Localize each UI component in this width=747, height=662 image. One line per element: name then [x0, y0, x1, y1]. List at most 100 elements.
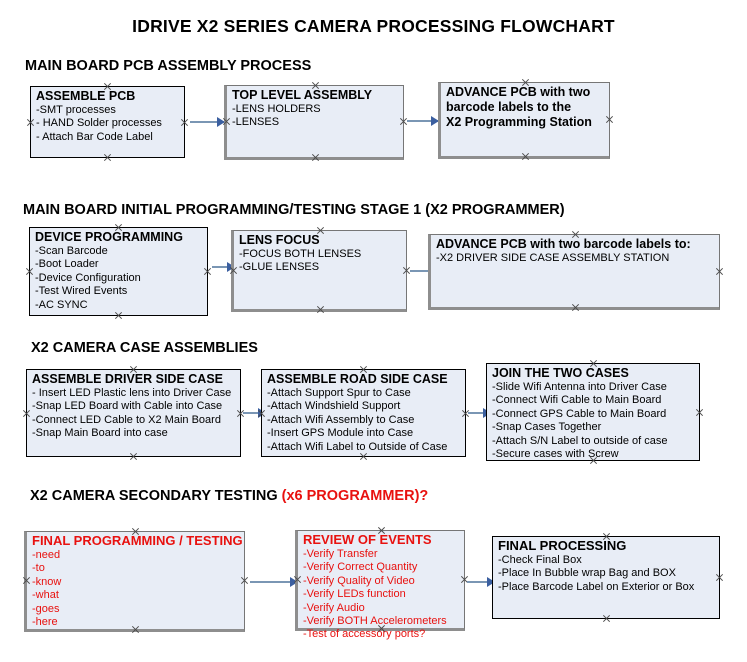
- connector-arrow: [190, 116, 225, 128]
- resize-handle-left[interactable]: [22, 409, 31, 418]
- node-review-of-events[interactable]: REVIEW OF EVENTS -Verify Transfer -Verif…: [293, 530, 465, 640]
- resize-handle-bottom[interactable]: [311, 153, 320, 162]
- node-line-overflow: -Test of accessory ports?: [303, 628, 426, 641]
- resize-handle-bottom[interactable]: [316, 305, 325, 314]
- node-line: -Slide Wifi Antenna into Driver Case: [492, 381, 667, 393]
- resize-handle-left[interactable]: [25, 267, 34, 276]
- resize-handle-left[interactable]: [222, 117, 231, 126]
- node-line: -to: [32, 562, 45, 575]
- node-title: ASSEMBLE DRIVER SIDE CASE: [32, 372, 224, 386]
- arrowhead-icon: [217, 117, 225, 127]
- connector-arrow: [467, 576, 495, 588]
- node-title: ASSEMBLE PCB: [36, 89, 136, 103]
- resize-handle-left[interactable]: [22, 576, 31, 585]
- node-line: -Boot Loader: [35, 258, 99, 271]
- node-line: -LENS HOLDERS: [232, 103, 321, 115]
- node-title: LENS FOCUS: [239, 233, 320, 247]
- page-title: IDRIVE X2 SERIES CAMERA PROCESSING FLOWC…: [132, 16, 615, 36]
- node-line: -SMT processes: [36, 104, 116, 116]
- connector-arrow: [250, 576, 298, 588]
- connector-shaft: [190, 121, 224, 123]
- node-advance-pcb-programming-station[interactable]: ADVANCE PCB with two barcode labels to t…: [438, 82, 610, 159]
- node-final-processing[interactable]: FINAL PROCESSING -Check Final Box -Place…: [492, 536, 720, 619]
- section-header-4-text: X2 CAMERA SECONDARY TESTING: [30, 488, 282, 504]
- node-title: ASSEMBLE ROAD SIDE CASE: [267, 372, 448, 386]
- connector-shaft: [468, 412, 490, 414]
- node-line: -Attach Windshield Support: [267, 400, 401, 413]
- node-line: -Attach Wifi Label to Outside of Case: [267, 440, 448, 453]
- node-assemble-driver-side-case[interactable]: ASSEMBLE DRIVER SIDE CASE - Insert LED P…: [26, 369, 241, 457]
- resize-handle-bottom[interactable]: [602, 614, 611, 623]
- arrowhead-icon: [290, 577, 298, 587]
- node-line: -Test Wired Events: [35, 285, 128, 298]
- section-header-2-text: MAIN BOARD INITIAL PROGRAMMING/TESTING S…: [23, 202, 565, 218]
- section-header-3: X2 CAMERA CASE ASSEMBLIES: [31, 340, 258, 356]
- node-line: -Attach Wifi Assembly to Case: [267, 413, 415, 426]
- node-line: -Connect Wifi Cable to Main Board: [492, 394, 662, 407]
- node-line: -Verify BOTH Accelerometers: [303, 615, 447, 628]
- connector-shaft: [407, 120, 438, 122]
- node-line: -Verify Correct Quantity: [303, 561, 418, 574]
- resize-handle-bottom[interactable]: [521, 152, 530, 161]
- resize-handle-bottom[interactable]: [103, 153, 112, 162]
- connector-arrow: [407, 115, 439, 127]
- node-line: -Connect GPS Cable to Main Board: [492, 407, 667, 420]
- node-line: -Secure cases with Screw: [492, 448, 619, 461]
- node-title: ADVANCE PCB with two: [446, 85, 591, 99]
- node-line: -Verify Audio: [303, 601, 365, 614]
- resize-handle-bottom[interactable]: [571, 303, 580, 312]
- section-header-2: MAIN BOARD INITIAL PROGRAMMING/TESTING S…: [23, 202, 565, 218]
- node-line: -what: [32, 589, 59, 602]
- arrowhead-icon: [431, 116, 439, 126]
- connector-shaft: [410, 270, 439, 272]
- node-line: -Verify LEDs function: [303, 588, 406, 601]
- arrowhead-icon: [487, 577, 495, 587]
- node-title: ADVANCE PCB with two barcode labels to:: [436, 237, 691, 251]
- resize-handle-bottom[interactable]: [129, 452, 138, 461]
- node-line: -Attach S/N Label to outside of case: [492, 434, 668, 447]
- node-line: -Scan Barcode: [35, 245, 108, 257]
- node-join-the-two-cases[interactable]: JOIN THE TWO CASES -Slide Wifi Antenna i…: [486, 363, 700, 461]
- node-title: FINAL PROGRAMMING / TESTING: [32, 533, 243, 548]
- node-assemble-pcb[interactable]: ASSEMBLE PCB -SMT processes - HAND Solde…: [30, 86, 185, 158]
- connector-shaft: [212, 266, 234, 268]
- node-line: -Verify Quality of Video: [303, 574, 415, 587]
- node-device-programming[interactable]: DEVICE PROGRAMMING -Scan Barcode -Boot L…: [29, 227, 208, 316]
- section-header-4-annotation: (x6 PROGRAMMER)?: [281, 488, 429, 504]
- node-line: -Place In Bubble wrap Bag and BOX: [498, 567, 676, 580]
- node-advance-pcb-driver-side[interactable]: ADVANCE PCB with two barcode labels to: …: [428, 234, 720, 310]
- node-line: -goes: [32, 602, 60, 615]
- node-top-level-assembly[interactable]: TOP LEVEL ASSEMBLY -LENS HOLDERS -LENSES: [224, 85, 404, 160]
- section-header-3-text: X2 CAMERA CASE ASSEMBLIES: [31, 340, 258, 356]
- node-line: -Device Configuration: [35, 271, 141, 284]
- node-title: FINAL PROCESSING: [498, 538, 627, 553]
- node-line: barcode labels to the: [446, 100, 572, 114]
- node-lens-focus[interactable]: LENS FOCUS -FOCUS BOTH LENSES -GLUE LENS…: [231, 230, 407, 312]
- node-title: DEVICE PROGRAMMING: [35, 230, 183, 244]
- node-line: -Snap Main Board into case: [32, 427, 168, 440]
- node-line: -Check Final Box: [498, 554, 582, 566]
- resize-handle-left[interactable]: [229, 266, 238, 275]
- node-line: -LENSES: [232, 116, 280, 129]
- node-final-programming-testing[interactable]: FINAL PROGRAMMING / TESTING -need -to -k…: [24, 531, 245, 632]
- resize-handle-right[interactable]: [715, 267, 724, 276]
- resize-handle-left[interactable]: [26, 118, 35, 127]
- node-line: -Attach Support Spur to Case: [267, 387, 411, 399]
- node-title: JOIN THE TWO CASES: [492, 366, 629, 380]
- node-line: -X2 DRIVER SIDE CASE ASSEMBLY STATION: [436, 252, 670, 264]
- node-line: - HAND Solder processes: [36, 117, 162, 130]
- node-line: -Snap LED Board with Cable into Case: [32, 400, 223, 413]
- node-line: -here: [32, 616, 58, 629]
- node-line: - Attach Bar Code Label: [36, 130, 153, 143]
- node-line: - Insert LED Plastic lens into Driver Ca…: [32, 387, 232, 399]
- resize-handle-bottom[interactable]: [114, 311, 123, 320]
- node-line: X2 Programming Station: [446, 115, 592, 129]
- node-line: -Verify Transfer: [303, 548, 378, 560]
- node-line: -GLUE LENSES: [239, 261, 320, 274]
- resize-handle-left[interactable]: [293, 575, 302, 584]
- node-assemble-road-side-case[interactable]: ASSEMBLE ROAD SIDE CASE -Attach Support …: [261, 369, 466, 457]
- node-title: REVIEW OF EVENTS: [303, 532, 432, 547]
- node-line: -Place Barcode Label on Exterior or Box: [498, 580, 695, 593]
- node-line: -FOCUS BOTH LENSES: [239, 248, 362, 260]
